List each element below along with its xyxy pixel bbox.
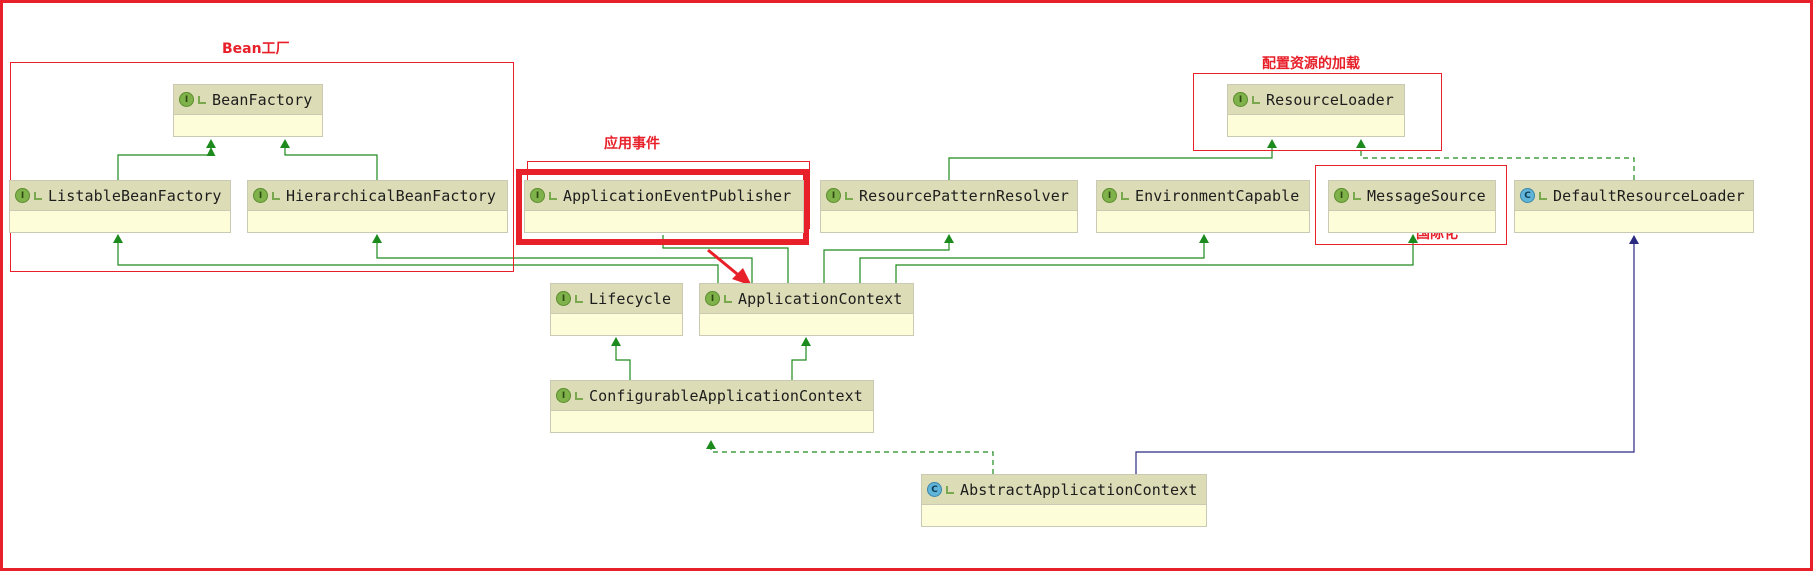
interface-icon: I — [705, 291, 720, 306]
interface-icon: I — [556, 388, 571, 403]
edge-abstract-to-configurable — [710, 443, 994, 474]
public-visibility-icon — [34, 191, 42, 200]
group-resource-loading — [1193, 73, 1442, 151]
group-bean-factory — [10, 62, 514, 272]
arrow-appctx — [801, 337, 811, 346]
edge-appctx-to-hierarchical — [376, 235, 753, 283]
public-visibility-icon — [549, 191, 557, 200]
public-visibility-icon — [845, 191, 853, 200]
public-visibility-icon — [272, 191, 280, 200]
arrow-configurable — [706, 440, 716, 449]
edge-appctx-to-resolver — [823, 235, 950, 283]
interface-icon: I — [1334, 188, 1349, 203]
group-label-application-event: 应用事件 — [604, 136, 660, 152]
public-visibility-icon — [1121, 191, 1129, 200]
public-visibility-icon — [946, 485, 954, 494]
arrow-listable — [113, 234, 123, 243]
group-label-bean-factory: Bean工厂 — [222, 41, 290, 57]
interface-icon: I — [530, 188, 545, 203]
edge-appctx-to-listable — [117, 235, 719, 283]
arrow-beanfactory-b — [280, 139, 290, 148]
edge-default-to-resourceloader — [1360, 141, 1635, 180]
public-visibility-icon — [1539, 191, 1547, 200]
arrow-resolver — [944, 234, 954, 243]
interface-icon: I — [1102, 188, 1117, 203]
public-visibility-icon — [575, 391, 583, 400]
interface-icon: I — [826, 188, 841, 203]
public-visibility-icon — [1252, 95, 1260, 104]
edge-configurable-to-appctx — [791, 338, 807, 380]
edge-appctx-to-environment — [859, 235, 1205, 283]
group-i18n — [1315, 165, 1507, 245]
interface-icon: I — [556, 291, 571, 306]
edge-configurable-to-lifecycle — [615, 338, 631, 380]
edge-appctx-to-messagesource — [895, 235, 1414, 283]
group-label-resource-loading: 配置资源的加载 — [1262, 56, 1360, 72]
arrow-default — [1629, 235, 1639, 244]
interface-icon: I — [15, 188, 30, 203]
edge-resolver-to-resourceloader — [948, 141, 1273, 180]
arrow-lifecycle — [611, 337, 621, 346]
interface-icon: I — [179, 92, 194, 107]
public-visibility-icon — [1353, 191, 1361, 200]
arrow-messagesource — [1408, 234, 1418, 243]
highlight-arrow-line — [707, 248, 743, 280]
class-icon: C — [1520, 188, 1535, 203]
arrow-environment — [1199, 234, 1209, 243]
public-visibility-icon — [575, 294, 583, 303]
arrow-resourceloader-a — [1267, 139, 1277, 148]
arrow-beanfactory-a — [206, 139, 216, 148]
edge-abstract-to-default — [1135, 236, 1635, 474]
class-icon: C — [927, 482, 942, 497]
public-visibility-icon — [724, 294, 732, 303]
arrow-hierarchical — [372, 234, 382, 243]
interface-icon: I — [253, 188, 268, 203]
interface-icon: I — [1233, 92, 1248, 107]
highlight-arrow-head — [732, 268, 752, 286]
public-visibility-icon — [198, 95, 206, 104]
group-application-event-highlight — [516, 169, 809, 245]
